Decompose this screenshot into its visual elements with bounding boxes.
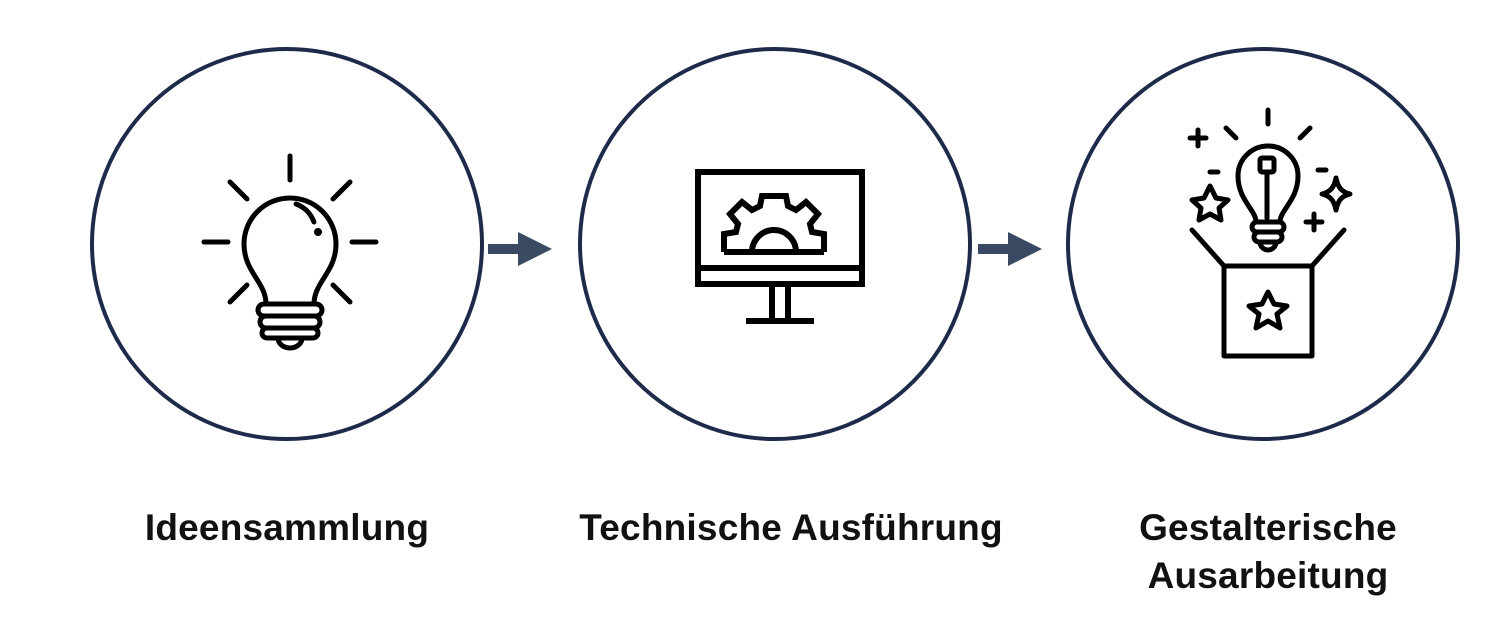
idea-box-icon [1187, 107, 1353, 359]
lightbulb-icon [201, 153, 379, 351]
step-label-ideas: Ideensammlung [144, 507, 430, 548]
step-label-design: Gestalterische Ausarbeitung [1038, 504, 1498, 600]
arrow-right-icon [488, 232, 552, 266]
arrow-right-icon [978, 232, 1042, 266]
step-label-technical: Technische Ausführung [579, 507, 1003, 548]
monitor-gear-icon [695, 169, 865, 324]
step-label-design-line2: Ausarbeitung [1147, 555, 1389, 596]
step-circle-design [1066, 47, 1460, 441]
step-label-design-line1: Gestalterische [1139, 507, 1397, 548]
step-circle-technical [578, 47, 972, 441]
step-circle-ideas [90, 47, 484, 441]
